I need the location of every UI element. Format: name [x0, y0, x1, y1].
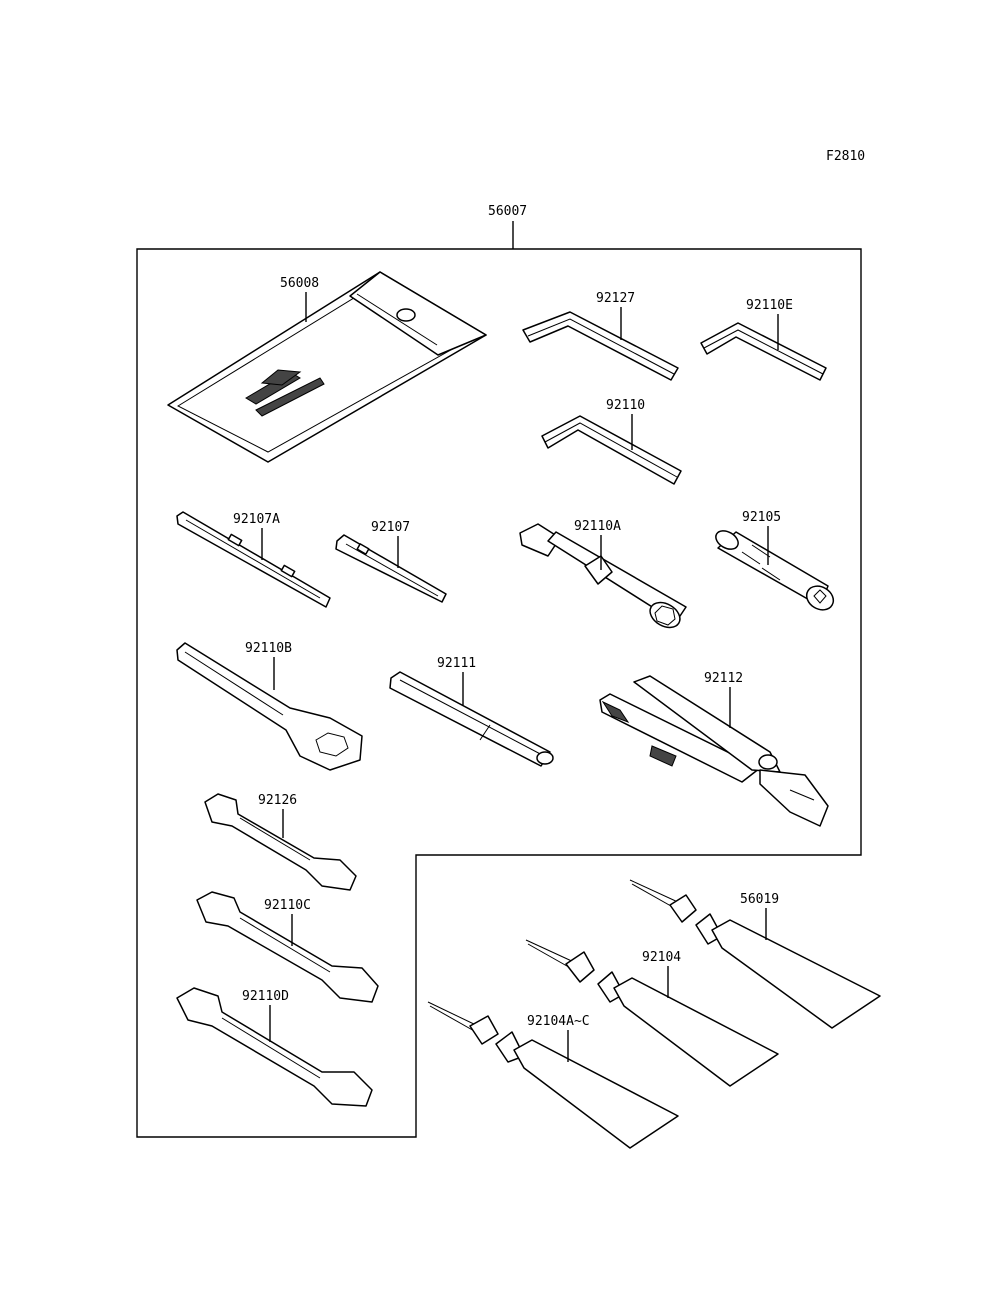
label-92110: 92110 — [606, 398, 645, 413]
label-92107: 92107 — [371, 520, 410, 535]
label-92110E: 92110E — [746, 298, 793, 313]
label-92110A: 92110A — [574, 519, 621, 534]
hex-key-92127 — [522, 311, 679, 381]
screwdriver-92107A — [176, 511, 331, 608]
tool-pouch-56008 — [167, 271, 487, 463]
label-56008: 56008 — [280, 276, 319, 291]
label-92111: 92111 — [437, 656, 476, 671]
grease-tube-92104 — [525, 939, 779, 1087]
label-92105: 92105 — [742, 510, 781, 525]
open-wrench-92110C — [196, 891, 379, 1003]
extension-bar-92111 — [389, 671, 554, 767]
open-wrench-92110D — [176, 987, 373, 1107]
hex-key-92110E — [700, 322, 827, 381]
ring-spanner-92110B — [176, 642, 363, 771]
grease-tube-56019 — [629, 879, 881, 1029]
label-92110C: 92110C — [264, 898, 311, 913]
label-92126: 92126 — [258, 793, 297, 808]
label-92110D: 92110D — [242, 989, 289, 1004]
label-92110B: 92110B — [245, 641, 292, 656]
open-wrench-92126 — [204, 793, 357, 891]
pliers-92112 — [599, 675, 829, 827]
box-wrench-92110A — [519, 523, 687, 629]
kawasaki-logo — [245, 369, 325, 417]
kit-boundary — [136, 248, 862, 1138]
label-92107A: 92107A — [233, 512, 280, 527]
label-56007: 56007 — [488, 204, 527, 219]
screwdriver-92107 — [335, 534, 447, 603]
label-92104A-C: 92104A~C — [527, 1014, 590, 1029]
label-92127: 92127 — [596, 291, 635, 306]
figure-code: F2810 — [826, 149, 865, 164]
hex-key-92110 — [541, 415, 682, 485]
grease-tube-92104A-C — [427, 1001, 679, 1149]
socket-92105 — [715, 530, 835, 611]
label-92104: 92104 — [642, 950, 681, 965]
label-56019: 56019 — [740, 892, 779, 907]
label-92112: 92112 — [704, 671, 743, 686]
